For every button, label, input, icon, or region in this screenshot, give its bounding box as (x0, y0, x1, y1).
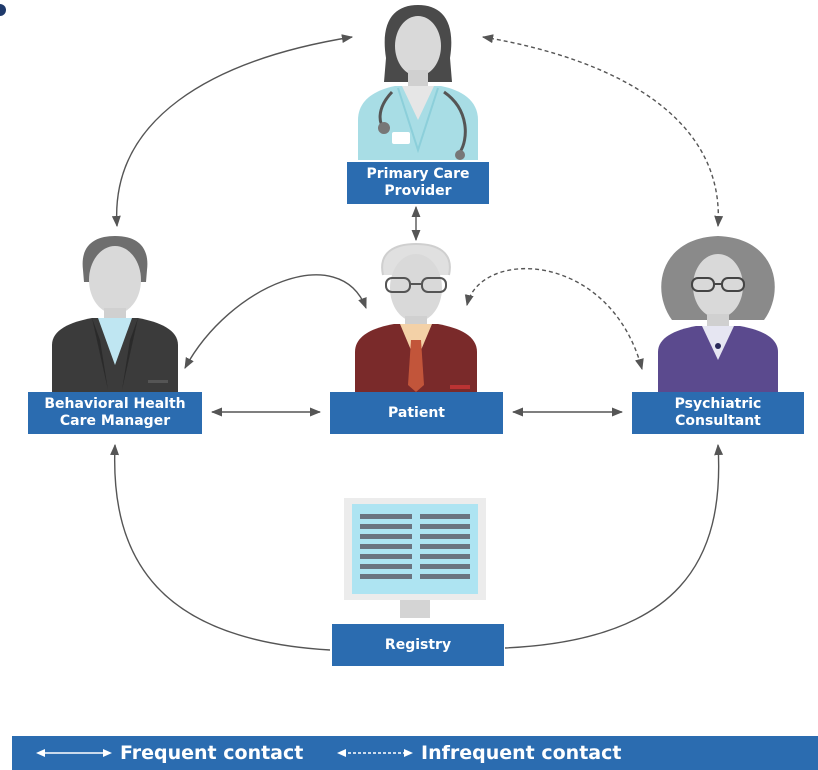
primary-care-label: Primary Care Provider (347, 162, 489, 204)
behavioral-line1: Behavioral Health (44, 396, 186, 412)
corner-mark (0, 4, 6, 16)
legend-infrequent: Infrequent contact (337, 736, 621, 770)
arrow-bhcm-patient-curve (184, 274, 367, 369)
arrow-pcp-bhcm (111, 34, 354, 228)
legend-bar: Frequent contact Infrequent contact (12, 736, 818, 770)
psychiatric-line1: Psychiatric (674, 396, 762, 412)
primary-care-line2: Provider (384, 183, 452, 199)
patient-line1: Patient (388, 404, 445, 421)
legend-frequent-label: Frequent contact (120, 742, 304, 764)
psychiatric-label: Psychiatric Consultant (632, 392, 804, 434)
connections (110, 34, 724, 651)
arrow-registry-psych (504, 443, 724, 649)
primary-care-line1: Primary Care (366, 166, 470, 182)
doctor-figure (358, 5, 478, 160)
arrow-patient-psych-curve (464, 267, 644, 371)
registry-monitor (344, 498, 486, 618)
arrow-registry-bhcm (110, 443, 331, 651)
behavioral-label: Behavioral Health Care Manager (28, 392, 202, 434)
registry-label: Registry (332, 624, 504, 666)
dashed-arrow-icon (337, 749, 413, 757)
legend-frequent: Frequent contact (36, 736, 303, 770)
consultant-figure (658, 236, 778, 392)
care-manager-figure (52, 236, 178, 392)
patient-figure (355, 242, 477, 392)
behavioral-line2: Care Manager (59, 413, 171, 429)
solid-arrow-icon (36, 749, 112, 757)
legend-infrequent-label: Infrequent contact (421, 742, 622, 764)
psychiatric-line2: Consultant (675, 413, 761, 429)
patient-label: Patient (330, 392, 503, 434)
arrow-pcp-psych (481, 34, 724, 228)
registry-line1: Registry (384, 636, 452, 653)
